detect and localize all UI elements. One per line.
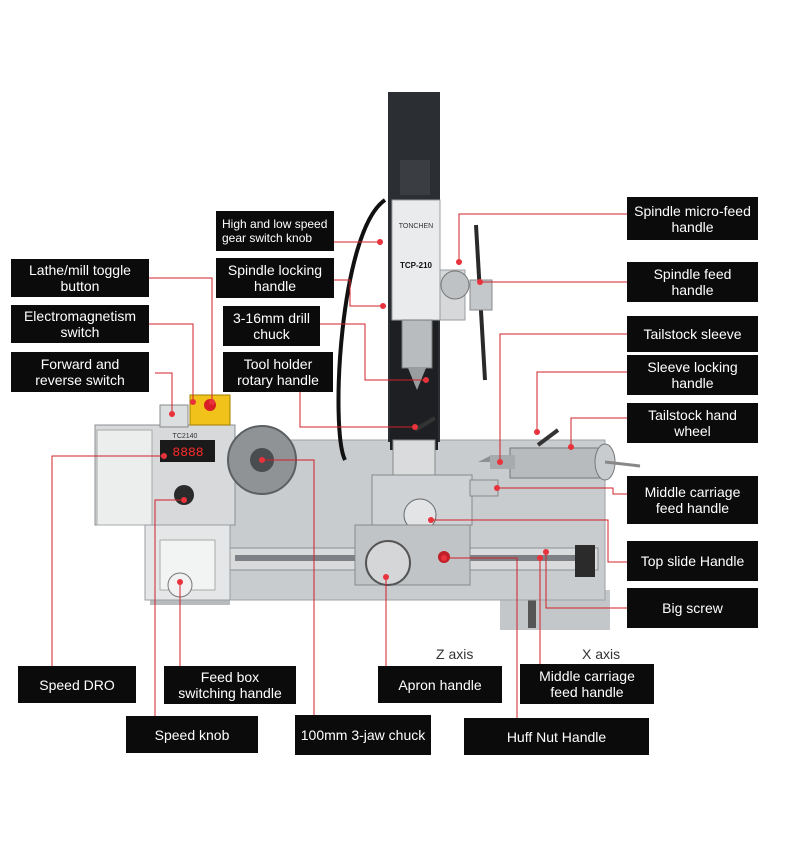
sleeve-locking-lever [536, 428, 560, 447]
tool-holder-lever [413, 416, 437, 432]
label-apron-handle: Apron handle [378, 666, 502, 703]
label-tailstock-hand-wheel: Tailstock hand wheel [627, 403, 758, 443]
label-tailstock-sleeve: Tailstock sleeve [627, 316, 758, 352]
label-tool-holder-handle: Tool holder rotary handle [223, 352, 333, 392]
label-electromagnetism-switch: Electromagnetism switch [11, 305, 149, 343]
handwheel-handle [604, 460, 641, 468]
label-three-jaw-chuck: 100mm 3-jaw chuck [295, 715, 431, 755]
drill-bit [408, 368, 426, 390]
label-big-screw: Big screw [627, 588, 758, 628]
label-gear-switch-knob: High and low speed gear switch knob [216, 211, 334, 251]
label-speed-knob: Speed knob [126, 716, 258, 753]
leader-lines [51, 213, 627, 718]
label-forward-reverse-switch: Forward and reverse switch [11, 352, 149, 392]
label-spindle-locking-handle: Spindle locking handle [216, 258, 334, 298]
label-sleeve-locking-handle: Sleeve locking handle [627, 355, 758, 395]
label-speed-dro: Speed DRO [18, 666, 136, 703]
apron-wheel [365, 540, 411, 586]
label-top-slide-handle: Top slide Handle [627, 541, 758, 581]
dro-digits: 8888 [172, 445, 203, 460]
label-spindle-feed-handle: Spindle feed handle [627, 262, 758, 302]
drill-chuck-shape [401, 319, 433, 369]
leader-dots [161, 239, 574, 585]
middle-carriage-block [469, 479, 499, 497]
mill-head [391, 199, 441, 321]
lathe-model-text: TC2140 [173, 433, 198, 440]
label-middle-carriage-right: Middle carriage feed handle [627, 476, 758, 524]
mill-model-text: TCP-210 [400, 261, 433, 270]
label-spindle-micro-feed: Spindle micro-feed handle [627, 197, 758, 240]
speed-chart-plate [96, 429, 153, 526]
label-lathe-mill-toggle: Lathe/mill toggle button [11, 259, 149, 297]
label-huff-nut-handle: Huff Nut Handle [464, 718, 649, 755]
motor-top [400, 160, 430, 195]
dro-panel [160, 440, 215, 462]
leg-bolt [528, 580, 536, 628]
screw-end-bracket [575, 545, 595, 577]
mill-cable [336, 198, 387, 461]
z-axis-label: Z axis [436, 646, 474, 662]
tailstock-body [509, 447, 601, 479]
micro-feed-wheel [440, 270, 470, 300]
x-axis-label: X axis [582, 646, 621, 662]
label-drill-chuck: 3-16mm drill chuck [223, 306, 320, 346]
tailstock-center [478, 456, 490, 462]
tool-post [392, 439, 436, 476]
brand-text: TONCHEN [399, 223, 433, 230]
label-middle-carriage-bottom: Middle carriage feed handle [520, 664, 654, 704]
label-feed-box-handle: Feed box switching handle [164, 666, 296, 704]
